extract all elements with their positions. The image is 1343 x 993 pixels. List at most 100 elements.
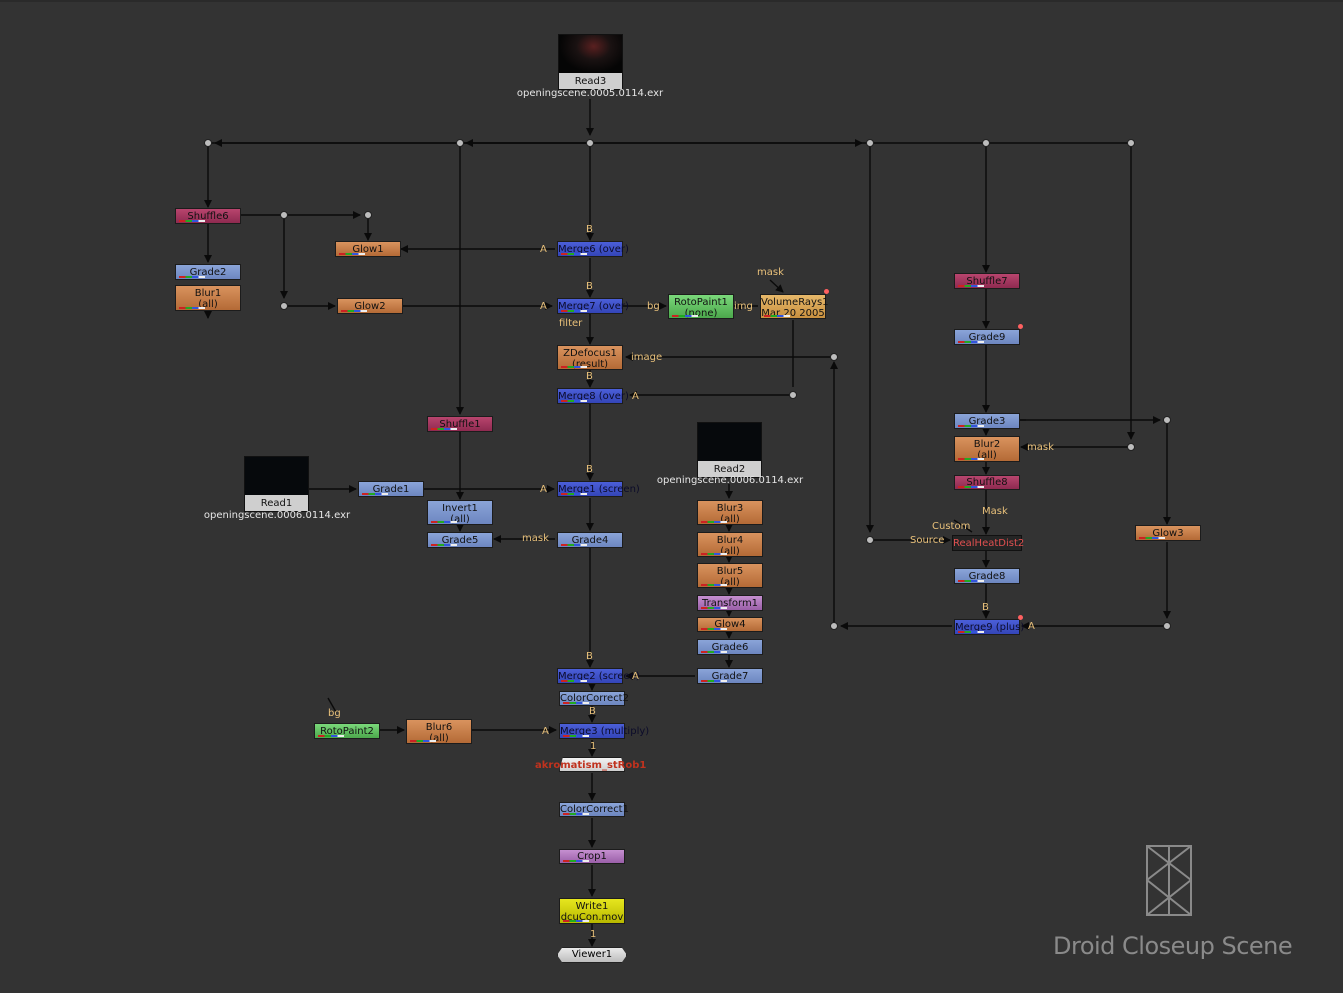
merge3-input-a: A — [542, 726, 549, 737]
node-merge3[interactable]: Merge3 (multiply) — [559, 723, 649, 739]
dot-shuffle6-split[interactable] — [280, 211, 288, 219]
node-merge6-label: Merge6 (over) — [558, 244, 629, 255]
node-glow2[interactable]: Glow2 — [337, 298, 403, 314]
node-grade8[interactable]: Grade8 — [954, 568, 1020, 584]
nuke-logo-icon — [1146, 845, 1192, 916]
node-grade1[interactable]: Grade1 — [358, 481, 424, 497]
node-zdefocus1-label: ZDefocus1 — [563, 348, 617, 359]
read2-thumbnail — [698, 423, 761, 461]
node-blur5[interactable]: Blur5(all) — [697, 563, 763, 588]
node-merge3-label: Merge3 (multiply) — [560, 726, 650, 737]
node-blur3[interactable]: Blur3(all) — [697, 500, 763, 525]
node-grade3[interactable]: Grade3 — [954, 413, 1020, 429]
node-crop1[interactable]: Crop1 — [559, 849, 625, 864]
node-grade6[interactable]: Grade6 — [697, 639, 763, 655]
node-grade9[interactable]: Grade9 — [954, 329, 1020, 345]
node-merge7[interactable]: Merge7 (over) — [557, 298, 629, 314]
scene-title: Droid Closeup Scene — [1053, 932, 1293, 960]
node-blur4[interactable]: Blur4(all) — [697, 532, 763, 557]
node-realheatdist2[interactable]: RealHeatDist2 — [952, 535, 1024, 551]
node-grade5-label: Grade5 — [441, 535, 479, 546]
node-glow3[interactable]: Glow3 — [1135, 525, 1201, 541]
merge2-input-b: B — [586, 651, 593, 662]
dot-merge9-out[interactable] — [830, 622, 838, 630]
merge3-input-b: B — [589, 706, 596, 717]
node-merge6[interactable]: Merge6 (over) — [557, 241, 629, 257]
node-invert1[interactable]: Invert1(all) — [427, 500, 493, 525]
node-grade7[interactable]: Grade7 — [697, 668, 763, 684]
node-merge1-label: Merge1 (screen) — [558, 484, 640, 495]
node-grade5[interactable]: Grade5 — [427, 532, 493, 548]
node-read2-label: Read2 — [713, 464, 746, 475]
merge1-input-a: A — [540, 484, 547, 495]
dot-top-left[interactable] — [204, 139, 212, 147]
node-rotopaint1[interactable]: RotoPaint1(none) — [668, 294, 734, 319]
node-volumerays1-sub: Mar 20 2005 — [761, 308, 825, 319]
node-shuffle8[interactable]: Shuffle8 — [954, 475, 1020, 490]
dot-glow3-out[interactable] — [1163, 622, 1171, 630]
dot-top-center[interactable] — [586, 139, 594, 147]
blur2-input-mask: mask — [1027, 442, 1054, 453]
node-merge9-label: Merge9 (plus) — [955, 622, 1025, 633]
node-merge8[interactable]: Merge8 (over) — [557, 388, 629, 404]
node-shuffle6[interactable]: Shuffle6 — [175, 208, 241, 224]
node-blur1[interactable]: Blur1(all) — [175, 285, 241, 311]
node-rotopaint2[interactable]: RotoPaint2 — [314, 723, 380, 739]
dot-grade3-out[interactable] — [1163, 416, 1171, 424]
node-blur4-label: Blur4 — [716, 535, 744, 546]
node-colorcorrect1[interactable]: ColorCorrect1 — [559, 802, 629, 817]
read3-thumbnail — [559, 35, 622, 73]
dot-top-right3[interactable] — [1127, 139, 1135, 147]
dot-top-right2[interactable] — [982, 139, 990, 147]
node-colorcorrect2[interactable]: ColorCorrect2 — [559, 691, 629, 706]
merge6-input-a: A — [540, 244, 547, 255]
node-grade2[interactable]: Grade2 — [175, 264, 241, 280]
node-blur2[interactable]: Blur2(all) — [954, 436, 1020, 462]
dot-glow1-in[interactable] — [364, 211, 372, 219]
node-glow4[interactable]: Glow4 — [697, 617, 763, 632]
read3-filename: openingscene.0005.0114.exr — [516, 88, 664, 99]
node-grade1-label: Grade1 — [372, 484, 410, 495]
node-transform1[interactable]: Transform1 — [697, 595, 763, 611]
node-read1[interactable]: Read1 — [244, 456, 309, 512]
node-blur2-sub: (all) — [977, 450, 997, 461]
node-read2[interactable]: Read2 — [697, 422, 762, 478]
rotopaint1-input-bg: bg — [647, 301, 660, 312]
node-grade4[interactable]: Grade4 — [557, 532, 623, 548]
node-transform1-label: Transform1 — [701, 598, 759, 609]
node-viewer1[interactable]: Viewer1 — [557, 947, 627, 963]
node-write1-sub: dcuCon.mov — [560, 912, 624, 923]
rotopaint2-input-bg: bg — [328, 708, 341, 719]
dot-glow2-in[interactable] — [280, 302, 288, 310]
node-grade2-label: Grade2 — [189, 267, 227, 278]
node-rotopaint1-sub: (none) — [684, 308, 718, 319]
node-merge1[interactable]: Merge1 (screen) — [557, 481, 640, 497]
node-merge9[interactable]: Merge9 (plus) — [954, 619, 1024, 635]
dot-blur2-mask[interactable] — [1127, 443, 1135, 451]
node-merge2[interactable]: Merge2 (screen) — [557, 668, 640, 684]
node-shuffle1[interactable]: Shuffle1 — [427, 416, 493, 432]
node-blur6[interactable]: Blur6(all) — [406, 719, 472, 744]
grade9-indicator — [1018, 324, 1023, 329]
node-zdefocus1[interactable]: ZDefocus1(result) — [557, 345, 623, 370]
merge8-input-a: A — [632, 391, 639, 402]
node-read3[interactable]: Read3 — [558, 34, 623, 90]
dot-heatdist-source[interactable] — [866, 536, 874, 544]
realheatdist2-input-source: Source — [910, 535, 945, 546]
dot-top-right1[interactable] — [866, 139, 874, 147]
node-shuffle7[interactable]: Shuffle7 — [954, 273, 1020, 289]
node-blur4-sub: (all) — [720, 546, 740, 557]
dot-top-shuffle1[interactable] — [456, 139, 464, 147]
volumerays1-input-mask: mask — [757, 267, 784, 278]
zdefocus1-input-image: image — [631, 352, 663, 363]
node-glow1[interactable]: Glow1 — [335, 241, 401, 257]
node-grade7-label: Grade7 — [711, 671, 749, 682]
volumerays1-input-img: img — [734, 301, 753, 312]
dot-zdefocus-image[interactable] — [830, 353, 838, 361]
node-grade4-label: Grade4 — [571, 535, 609, 546]
node-glow1-label: Glow1 — [352, 244, 384, 255]
dot-volumerays-out[interactable] — [789, 391, 797, 399]
